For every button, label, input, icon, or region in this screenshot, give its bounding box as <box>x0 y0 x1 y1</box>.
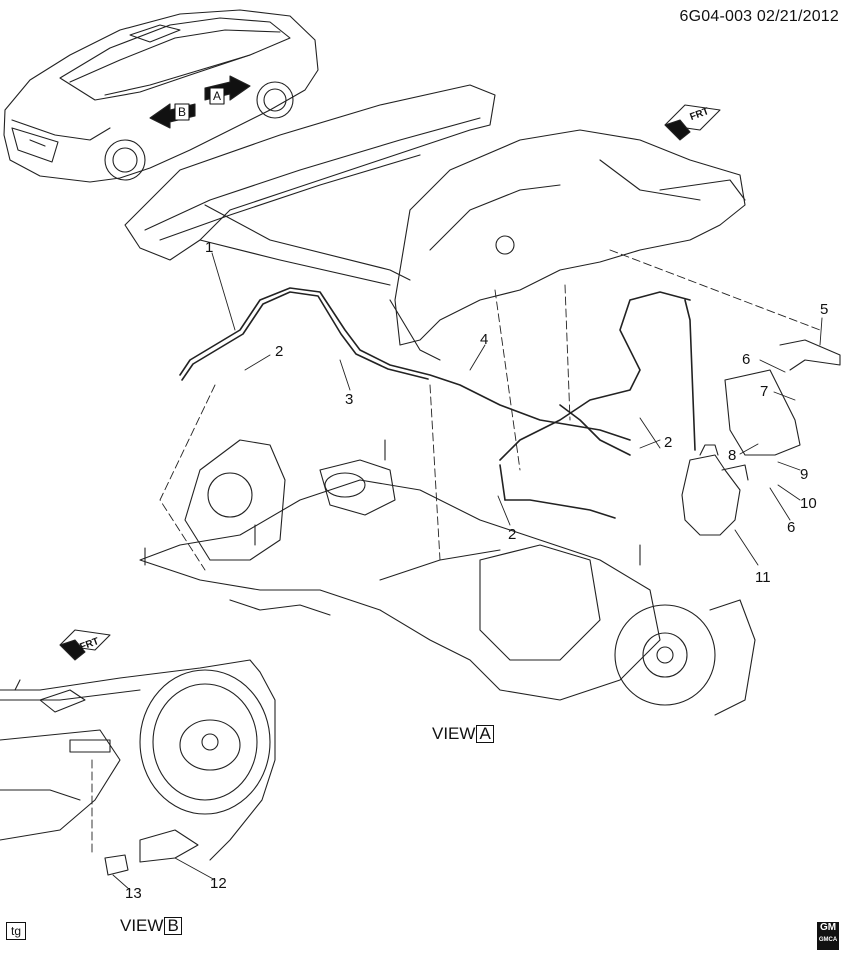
callout-7: 7 <box>760 383 769 400</box>
body-frame <box>124 84 746 361</box>
callout-4: 4 <box>480 331 489 348</box>
front-arrow-icon-view-b <box>59 629 111 661</box>
callout-6a: 6 <box>742 351 751 368</box>
callout-9: 9 <box>800 466 809 483</box>
callout-2b: 2 <box>664 434 673 451</box>
callout-3: 3 <box>345 391 354 408</box>
callout-13: 13 <box>125 885 142 902</box>
view-a-letter: A <box>476 725 494 743</box>
tag-label: tg <box>6 922 27 940</box>
view-b-letter: B <box>164 917 182 935</box>
view-a-text: VIEW <box>432 724 476 743</box>
callout-6b: 6 <box>787 519 796 536</box>
callout-12: 12 <box>210 875 227 892</box>
vehicle-outline <box>3 9 319 183</box>
callout-2c: 2 <box>508 526 517 543</box>
callout-5: 5 <box>820 301 829 318</box>
diagram-id: 6G04-003 <box>679 8 753 25</box>
callout-11: 11 <box>755 569 771 586</box>
rear-suspension <box>139 439 756 716</box>
view-arrows <box>149 75 251 129</box>
view-b-text: VIEW <box>120 916 164 935</box>
gm-logo-bottom: GMCA <box>818 937 838 943</box>
gm-logo: GM GMCA <box>817 922 839 950</box>
callout-10: 10 <box>800 495 817 512</box>
front-arrow-icon <box>664 104 721 141</box>
instrument-panel <box>0 659 276 876</box>
diagram-date: 02/21/2012 <box>756 8 839 25</box>
view-dashed-lines <box>91 249 821 856</box>
car-arrow-b-label: B <box>178 105 187 119</box>
diagram-header: 6G04-003 02/21/2012 <box>680 8 840 26</box>
car-arrow-a-label: A <box>213 89 222 103</box>
callout-2a: 2 <box>275 343 284 360</box>
leader-lines <box>112 252 823 891</box>
callout-1: 1 <box>205 239 214 256</box>
callout-8: 8 <box>728 447 737 464</box>
gm-logo-top: GM <box>819 922 837 933</box>
brake-module <box>681 339 841 536</box>
